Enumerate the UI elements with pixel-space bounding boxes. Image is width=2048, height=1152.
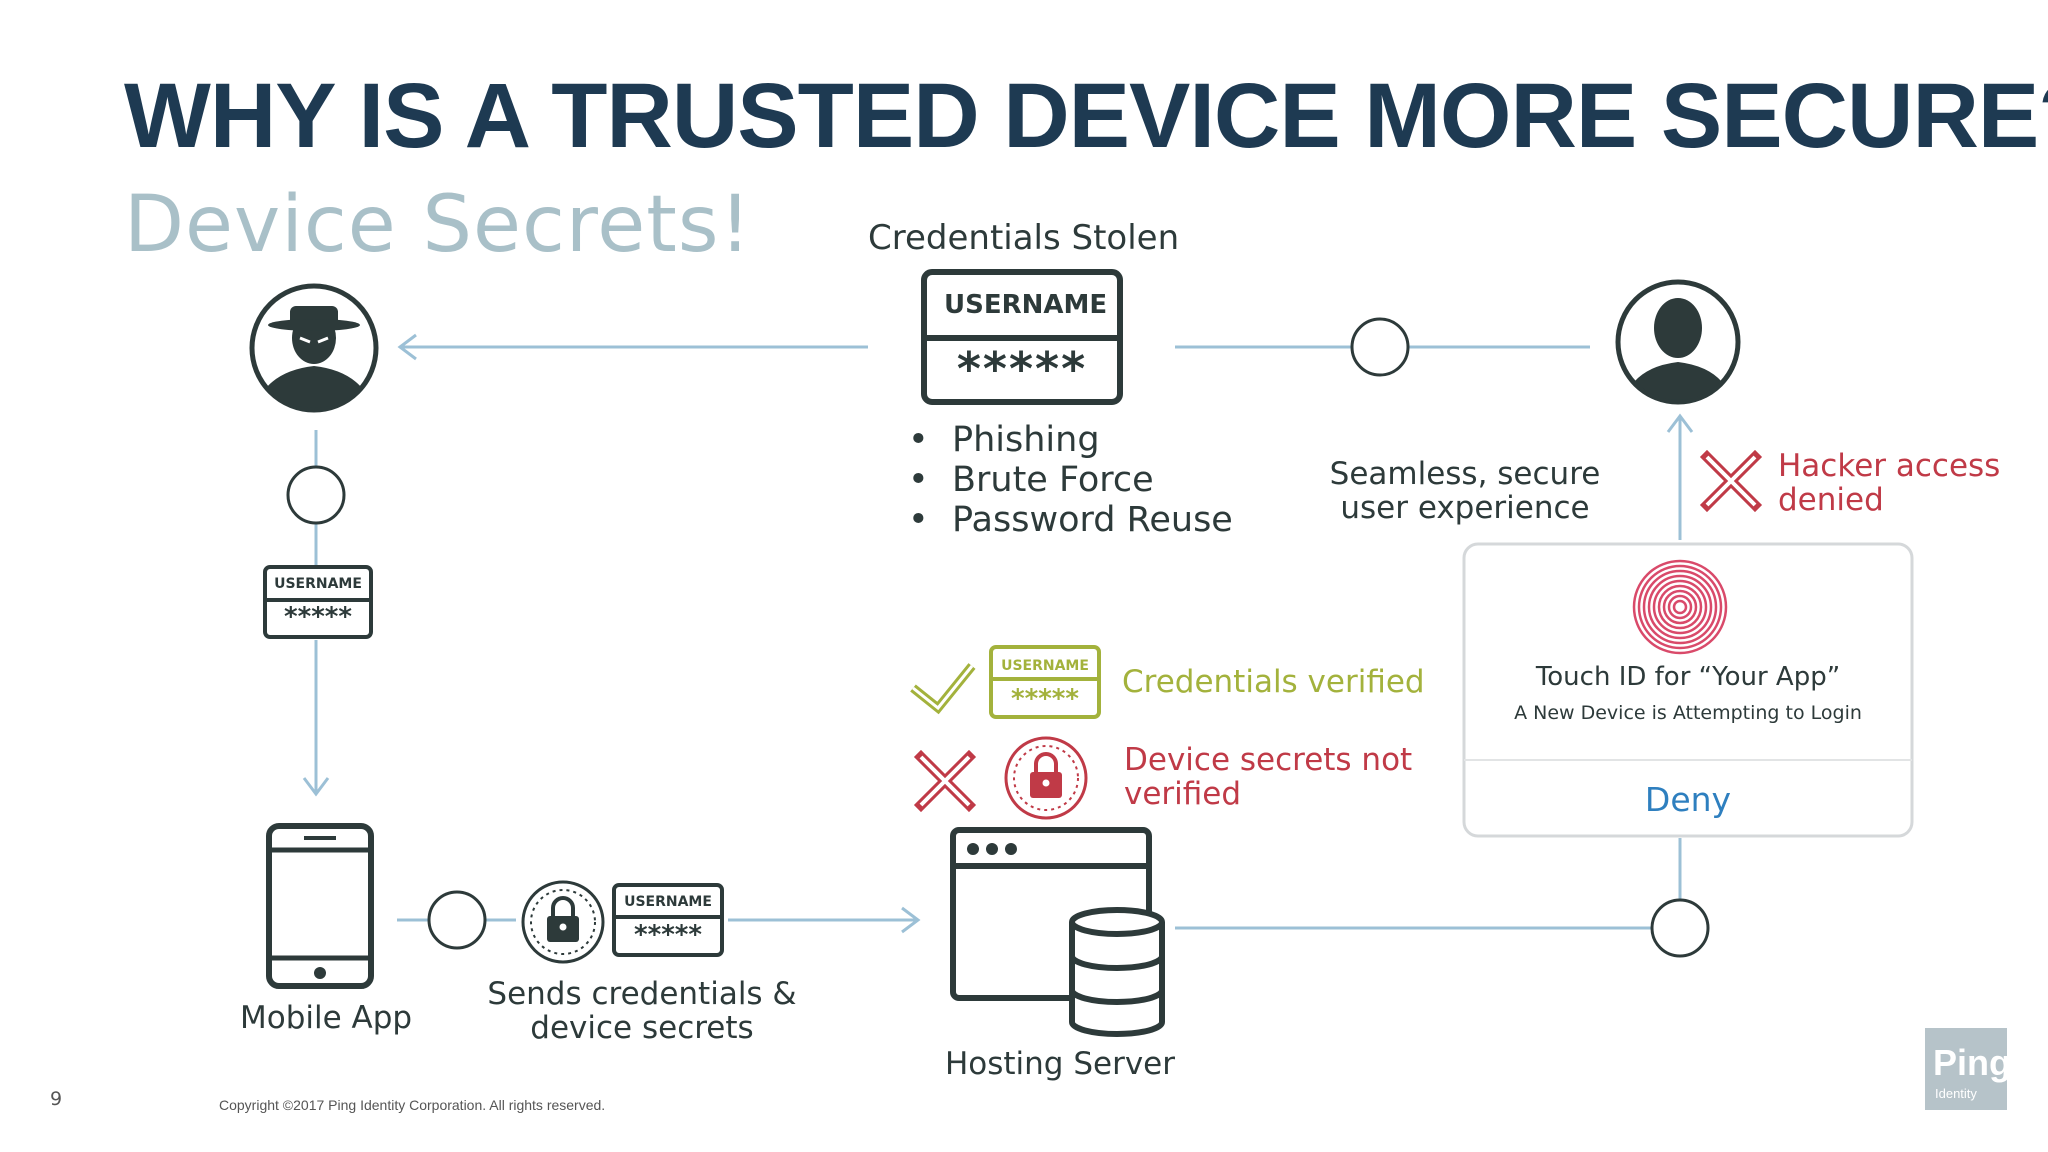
hacker-denied-line2: denied xyxy=(1778,482,1884,518)
touch-id-dialog xyxy=(1462,542,1914,838)
database-icon xyxy=(1069,907,1165,1037)
device-secret-lock-red-icon xyxy=(1004,736,1088,820)
logo-sub: Identity xyxy=(1935,1086,1977,1101)
hacker-icon xyxy=(249,283,379,413)
verified-card-password: ***** xyxy=(1011,684,1079,714)
secrets-not-verified-line2: verified xyxy=(1124,776,1242,812)
seamless-label-line1: Seamless, secure xyxy=(1329,456,1601,492)
connector-nodes xyxy=(286,317,1710,958)
sent-credentials-card xyxy=(612,883,724,957)
list-item: Phishing xyxy=(908,420,1233,460)
ping-identity-logo: Ping Identity xyxy=(1925,1028,2011,1110)
connector-lines xyxy=(302,333,1694,934)
seamless-label-line2: user experience xyxy=(1340,490,1590,526)
copyright-text: Copyright ©2017 Ping Identity Corporatio… xyxy=(219,1097,606,1113)
deny-button[interactable]: Deny xyxy=(1644,780,1732,819)
page-subtitle: Device Secrets! xyxy=(124,180,752,270)
list-item: Brute Force xyxy=(908,460,1233,500)
stolen-credentials-card xyxy=(921,269,1123,405)
mobile-app-label: Mobile App xyxy=(240,1000,413,1036)
verified-credentials-card xyxy=(989,645,1101,719)
hacker-credentials-card xyxy=(263,565,373,639)
sends-label-line2: device secrets xyxy=(530,1010,754,1046)
x-icon-denied xyxy=(1699,449,1763,513)
verified-card-username: USERNAME xyxy=(1001,658,1089,674)
list-item: Password Reuse xyxy=(908,500,1233,540)
hosting-server-icon xyxy=(950,827,1165,1037)
attack-list: Phishing Brute Force Password Reuse xyxy=(908,420,1233,540)
hacker-denied-line1: Hacker access xyxy=(1778,448,2001,484)
credentials-stolen-label: Credentials Stolen xyxy=(868,218,1180,258)
x-icon-secrets xyxy=(913,749,977,813)
fingerprint-icon xyxy=(1632,559,1728,655)
secrets-not-verified-line1: Device secrets not xyxy=(1124,742,1413,778)
dialog-subtitle: A New Device is Attempting to Login xyxy=(1514,702,1862,724)
page-number: 9 xyxy=(50,1088,63,1110)
check-icon xyxy=(910,663,976,715)
user-icon xyxy=(1615,279,1741,405)
device-secret-lock-icon xyxy=(521,880,605,964)
dialog-title: Touch ID for “Your App” xyxy=(1535,662,1841,692)
stolen-card-username: USERNAME xyxy=(944,290,1108,320)
logo-word: Ping xyxy=(1933,1042,2011,1083)
hosting-server-label: Hosting Server xyxy=(944,1046,1176,1082)
credentials-verified-label: Credentials verified xyxy=(1122,664,1425,700)
mobile-phone-icon xyxy=(266,823,374,989)
hacker-card-username: USERNAME xyxy=(274,576,362,592)
stolen-card-password: ***** xyxy=(956,342,1088,396)
hacker-card-password: ***** xyxy=(284,602,352,632)
page-title: WHY IS A TRUSTED DEVICE MORE SECURE? xyxy=(124,65,2048,167)
sent-card-username: USERNAME xyxy=(624,894,712,910)
sends-label-line1: Sends credentials & xyxy=(487,976,797,1012)
sent-card-password: ***** xyxy=(634,920,702,950)
